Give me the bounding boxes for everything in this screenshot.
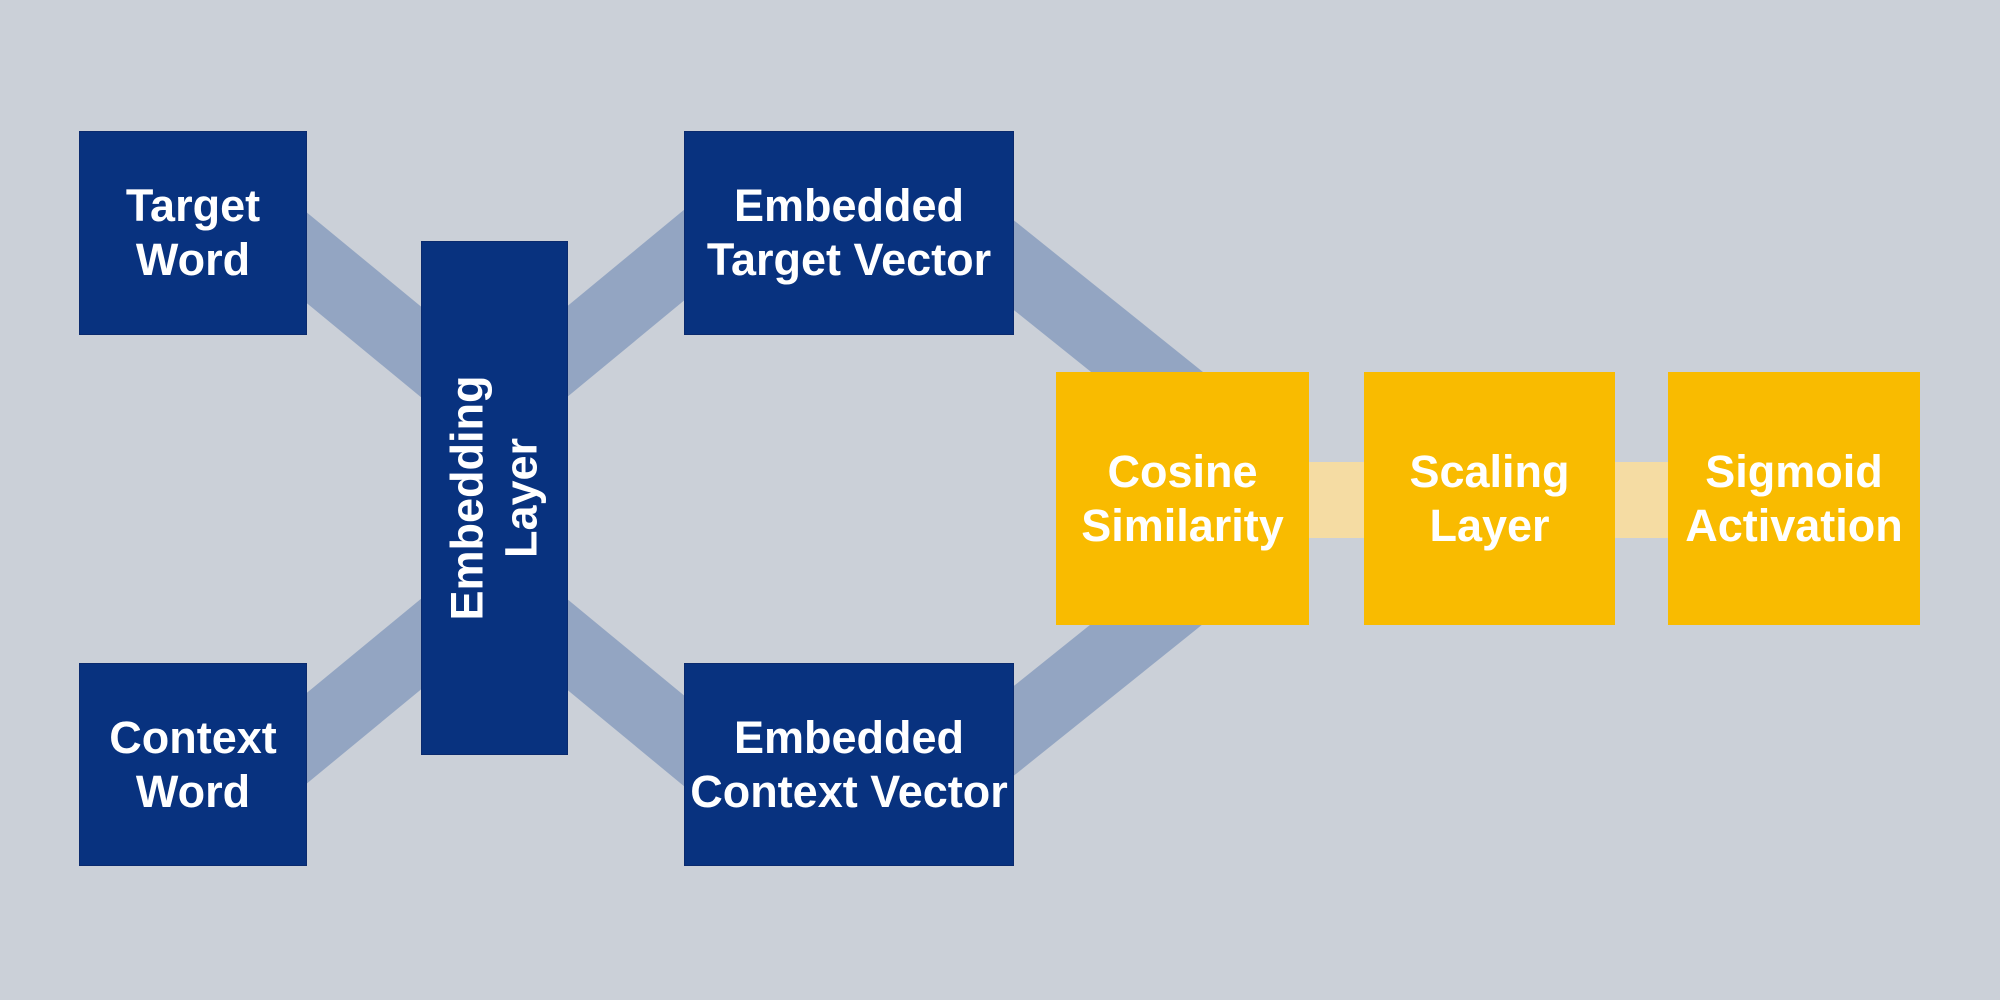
node-label: Cosine Similarity (1081, 445, 1284, 551)
node-cosine-similarity: Cosine Similarity (1056, 372, 1309, 625)
node-label: Embedding Layer (441, 375, 547, 621)
node-sigmoid-activation: Sigmoid Activation (1668, 372, 1920, 625)
node-embedded-target-vector: Embedded Target Vector (684, 131, 1014, 335)
node-scaling-layer: Scaling Layer (1364, 372, 1615, 625)
node-target-word: Target Word (79, 131, 307, 335)
node-label: Context Word (109, 711, 277, 817)
node-label: Sigmoid Activation (1685, 445, 1903, 551)
node-label: Embedded Target Vector (706, 180, 992, 285)
node-context-word: Context Word (79, 663, 307, 866)
node-label: Target Word (125, 180, 261, 285)
node-embedding-layer: Embedding Layer (421, 241, 568, 755)
node-label: Embedded Context Vector (690, 711, 1008, 817)
node-embedded-context-vector: Embedded Context Vector (684, 663, 1014, 866)
node-label: Scaling Layer (1409, 445, 1570, 551)
